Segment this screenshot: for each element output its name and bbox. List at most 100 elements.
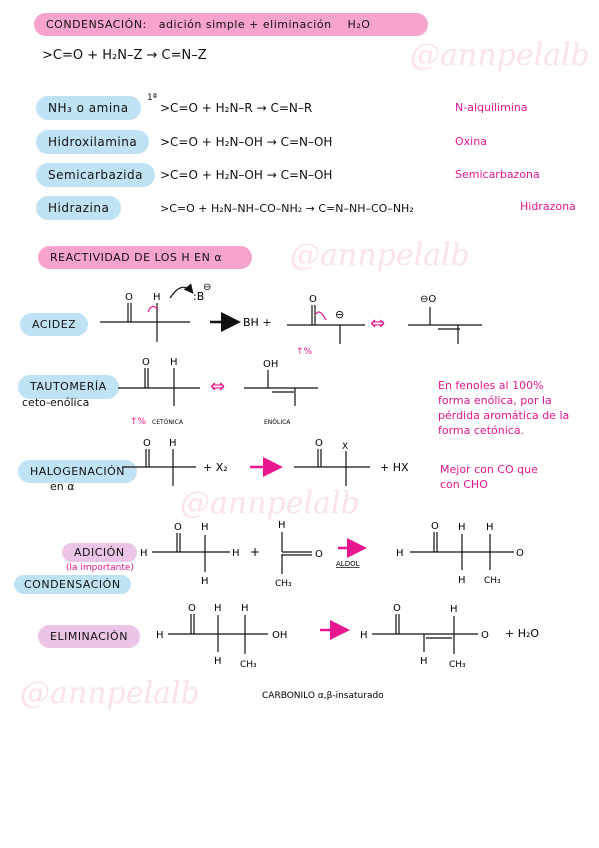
reagent-extra: 1ª: [147, 93, 157, 103]
label-condensacion: CONDENSACIÓN: [14, 575, 131, 594]
reagent-label-hydroxylamine: Hidroxilamina: [36, 130, 150, 154]
aldol-product-o-right: O: [516, 548, 524, 559]
reagent-label-semicarbazide: Semicarbazida: [36, 163, 155, 187]
acidez-enolate-1: [287, 305, 365, 344]
label-en-alpha: en α: [50, 480, 75, 493]
elim-r-o: O: [188, 603, 196, 614]
elimination-caption: CARBONILO α,β-insaturado: [262, 691, 384, 701]
elim-p-o: O: [393, 603, 401, 614]
watermark-bottom: @annpelalb: [20, 676, 200, 711]
halogenation-o: O: [143, 438, 151, 449]
elim-p-h-top: H: [450, 604, 458, 615]
watermark-top: @annpelalb: [410, 38, 590, 73]
halogenation-reagent: + X₂: [203, 461, 228, 474]
aldol-r2-h: H: [278, 520, 286, 531]
elim-r-h3: H: [214, 656, 222, 667]
condensation-water: H₂O: [347, 18, 371, 31]
watermark-mid: @annpelalb: [290, 238, 470, 273]
keto-h: H: [170, 357, 178, 368]
acidez-up-pct: ↑%: [296, 347, 313, 357]
label-tautomeria: TAUTOMERÍA: [18, 375, 119, 399]
aldol-reactant-2: [281, 532, 312, 574]
general-reaction: >C=O + H₂N–Z → C=N–Z: [42, 48, 207, 63]
aldol-product-h1: H: [458, 522, 466, 533]
aldol-plus: +: [250, 545, 260, 559]
elimination-water: + H₂O: [505, 627, 539, 640]
elim-r-h1: H: [214, 603, 222, 614]
acidez-enolate-2: [408, 307, 482, 344]
watermark-center: @annpelalb: [180, 486, 360, 521]
condensation-title: CONDENSACIÓN:: [46, 18, 147, 31]
enol-label: ENÓLICA: [264, 419, 291, 426]
aldol-product-h3: H: [458, 575, 466, 586]
reagent-label-amine: NH₃ o amina: [36, 96, 141, 120]
elim-r-h-left: H: [156, 630, 164, 641]
product-hydrazine: Hidrazona: [520, 200, 576, 213]
acidez-o: O: [125, 292, 133, 303]
halogenation-reactant: [122, 449, 196, 486]
acidez-carbanion-charge: ⊖: [335, 308, 344, 321]
halogenation-product: [294, 449, 370, 486]
reagent-label-hydrazine: Hidrazina: [36, 196, 122, 220]
enol-oh: OH: [263, 359, 278, 370]
acidez-enolate-2-o: ⊖O: [420, 294, 436, 305]
aldol-r1-o: O: [174, 522, 182, 533]
label-ceto-enolica: ceto-enólica: [22, 396, 90, 409]
elim-r-oh: OH: [272, 630, 287, 641]
reaction-amine: >C=O + H₂N–R → C=N–R: [160, 101, 313, 115]
aldol-product: [410, 532, 514, 570]
enol-structure: [244, 370, 318, 406]
label-la-importante: (la importante): [66, 563, 134, 573]
condensation-header: CONDENSACIÓN: adición simple + eliminaci…: [34, 13, 428, 36]
keto-up-pct: ↑%: [130, 417, 147, 427]
elim-r-ch3: CH₃: [240, 660, 257, 670]
aldol-r2-ch3: CH₃: [275, 579, 292, 589]
halogenation-product-o: O: [315, 438, 323, 449]
aldol-r1-h-left: H: [140, 548, 148, 559]
acidez-base-charge: ⊖: [203, 282, 211, 293]
acidez-reactant: [100, 283, 194, 342]
condensation-subtitle: adición simple + eliminación: [158, 18, 332, 31]
aldol-r1-h-right: H: [232, 548, 240, 559]
aldol-label: ALDOL: [336, 560, 360, 568]
halogenation-h: H: [169, 438, 177, 449]
product-amine: N-alquilimina: [455, 101, 528, 114]
label-adicion: ADICIÓN: [62, 543, 137, 562]
product-semicarbazide: Semicarbazona: [455, 168, 540, 181]
elimination-product: [372, 614, 478, 654]
keto-o: O: [142, 357, 150, 368]
acidez-h: H: [153, 292, 161, 303]
reactivity-header: REACTIVIDAD DE LOS H EN α: [38, 246, 252, 269]
keto-label: CETÓNICA: [152, 419, 184, 426]
resonance-arrow: ⇔: [370, 313, 385, 334]
aldol-reactant-1: [152, 533, 230, 572]
elim-p-h-bottom: H: [420, 656, 428, 667]
product-hydroxylamine: Oxina: [455, 135, 487, 148]
elim-p-h-left: H: [360, 630, 368, 641]
keto-structure: [118, 368, 200, 406]
note-halogenacion: Mejor con CO que con CHO: [440, 463, 538, 491]
label-acidez: ACIDEZ: [20, 313, 89, 336]
aldol-product-h-left: H: [396, 548, 404, 559]
acidez-enolate-o: O: [309, 294, 317, 305]
halogenation-hx: + HX: [380, 461, 409, 474]
aldol-product-ch3: CH₃: [484, 576, 501, 586]
aldol-product-h2: H: [486, 522, 494, 533]
halogenation-product-x: X: [342, 442, 348, 452]
aldol-product-o: O: [431, 521, 439, 532]
aldol-r2-o: O: [315, 549, 323, 560]
elim-r-h2: H: [241, 603, 249, 614]
reaction-hydrazine: >C=O + H₂N–NH–CO–NH₂ → C=N–NH–CO–NH₂: [160, 202, 414, 215]
elimination-reactant: [168, 614, 268, 654]
elim-p-o-right: O: [481, 630, 489, 641]
elim-p-ch3: CH₃: [449, 660, 466, 670]
acidez-base: :B: [193, 290, 204, 303]
label-eliminacion: ELIMINACIÓN: [38, 625, 140, 648]
reaction-hydroxylamine: >C=O + H₂N–OH → C=N–OH: [160, 135, 333, 149]
acidez-bh: BH +: [243, 316, 272, 329]
reaction-semicarbazide: >C=O + H₂N–OH → C=N–OH: [160, 168, 333, 182]
label-halogenacion: HALOGENACIÓN: [18, 460, 138, 483]
note-tautomeria: En fenoles al 100% forma enólica, por la…: [438, 379, 570, 437]
aldol-r1-h-bottom: H: [201, 576, 209, 587]
